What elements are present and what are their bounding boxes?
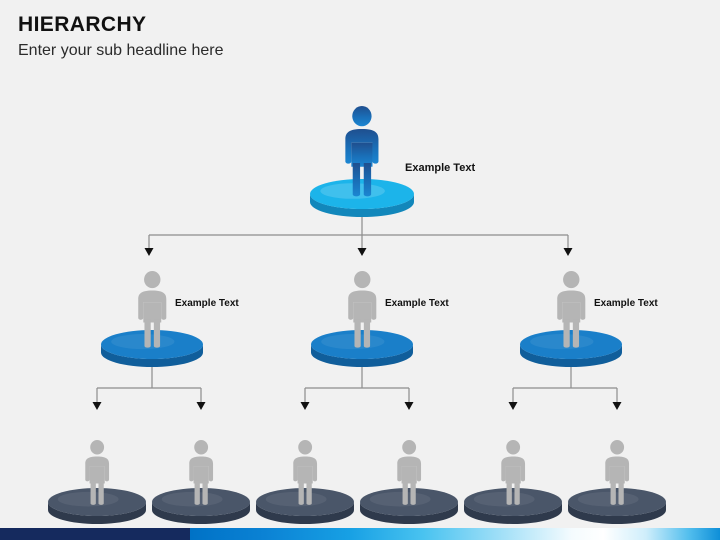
person-icon-level1 (345, 106, 379, 197)
node-label: Example Text (175, 298, 239, 309)
node-person[interactable] (338, 106, 386, 203)
person-icon-level2 (347, 270, 377, 348)
node-person[interactable] (80, 440, 114, 511)
arrow-head (300, 402, 310, 410)
page-title: HIERARCHY (18, 13, 147, 36)
person-icon-level3 (85, 440, 109, 505)
node-label: Example Text (405, 162, 476, 174)
node-platform[interactable] (255, 487, 355, 530)
arrow-head (404, 402, 414, 410)
node-person[interactable] (392, 440, 426, 511)
arrow-head (563, 248, 573, 256)
arrow-head (508, 402, 518, 410)
platform-disc-level3 (256, 488, 354, 524)
person-icon-level3 (293, 440, 317, 505)
node-person[interactable] (288, 440, 322, 511)
footer-bar-right (190, 528, 720, 540)
node-person[interactable] (496, 440, 530, 511)
node-platform[interactable] (359, 487, 459, 530)
person-icon-level2 (137, 270, 167, 348)
platform-disc-level3 (360, 488, 458, 524)
person-icon-level3 (605, 440, 629, 505)
node-label: Example Text (594, 298, 658, 309)
arrow-head (92, 402, 102, 410)
footer-bar (0, 528, 720, 540)
header: HIERARCHY Enter your sub headline here (18, 12, 698, 62)
arrow-head (612, 402, 622, 410)
node-label: Example Text (385, 298, 449, 309)
arrow-head (196, 402, 206, 410)
platform-disc-level2 (520, 330, 622, 367)
node-person[interactable] (132, 270, 173, 354)
person-icon-level3 (189, 440, 213, 505)
node-person[interactable] (184, 440, 218, 511)
node-person[interactable] (551, 270, 592, 354)
node-person[interactable] (600, 440, 634, 511)
person-icon-level2 (556, 270, 586, 348)
person-icon-level3 (397, 440, 421, 505)
person-icon-level3 (501, 440, 525, 505)
arrow-head (357, 248, 367, 256)
node-platform[interactable] (519, 329, 623, 373)
footer-bar-left (0, 528, 190, 540)
page-subtitle: Enter your sub headline here (18, 42, 224, 59)
arrow-head (144, 248, 154, 256)
node-person[interactable] (342, 270, 383, 354)
